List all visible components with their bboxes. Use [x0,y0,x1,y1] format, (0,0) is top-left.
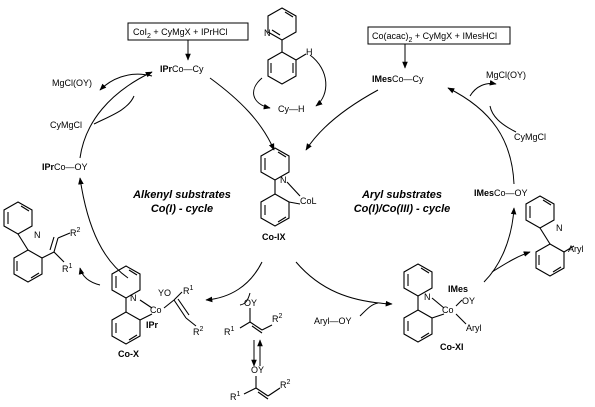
arrow-aryl-oy-join [359,302,379,317]
arrow-add-cymgcl-left [93,95,135,125]
iprco-cy-label: IPrCo—Cy [160,64,204,74]
cox-metal: Co [150,305,162,315]
aryl-product-n: N [556,223,563,233]
left-cycle-title: Alkenyl substrates [132,189,231,201]
cymgcl-left: CyMgCl [50,120,82,130]
arrow-ch-activation-left [253,77,271,110]
arrow-enol-join [239,292,251,306]
complex-co-ix: N CoL Co-IX [260,147,317,242]
aryl-oy-label: Aryl—OY [314,316,352,326]
enol-bottom-r2: R2 [280,379,291,390]
arrow-cox-to-iprcooy [78,177,129,279]
reagent-box-right: Co(acac)2 + CyMgX + IMesHCl [367,26,511,45]
arrow-coix-to-cox [205,261,263,303]
right-cycle-subtitle: Co(I)/Co(III) - cycle [354,203,451,215]
cox-ipr: IPr [146,320,159,330]
co-ix-metal: CoL [300,196,317,206]
coxi-caption: Co-XI [440,342,464,352]
reagent-box-left-text: CoI2 + CyMgX + IPrHCl [133,27,227,40]
reagent-box-left: CoI2 + CyMgX + IPrHCl [127,22,249,41]
aryl-product: N Aryl [525,195,584,277]
arrow-to-aryl-product [491,251,531,273]
enol-top-r2: R2 [272,313,283,324]
coxi-metal: Co [442,305,454,315]
enol-top-oy: OY [244,298,257,308]
enol-ether-bottom: OY R1 R2 [230,365,291,402]
arrow-iprcooy-to-iprcocy [79,71,153,159]
arrow-ch-activation-right [309,54,327,107]
cox-r2: R2 [193,326,204,337]
arrow-coxi-to-imescooy [483,207,517,283]
cy-h-label: Cy—H [278,104,305,114]
arrow-iprco-to-coix [209,77,275,151]
mgcl-oy-left: MgCl(OY) [52,78,92,88]
pyridine-n-coxi: N [424,292,431,302]
arrow-imesco-to-coix [305,89,379,151]
pyridine-n-coix: N [280,175,287,185]
arrow-coix-to-coxi [295,261,393,307]
cox-r1: R1 [183,285,194,296]
left-cycle-subtitle: Co(I) - cycle [151,203,213,215]
enol-top-r1: R1 [224,326,235,337]
alkenyl-product-r2: R2 [70,227,81,238]
co-ix-caption: Co-IX [262,232,286,242]
enol-bottom-r1: R1 [230,391,241,402]
complex-co-x: N Co IPr YO R1 R2 Co-X [111,265,204,359]
aryl-product-label: Aryl [568,244,584,254]
alkenyl-product: N R2 R1 [3,201,81,283]
alkenyl-product-r1: R1 [62,263,73,274]
imesco-oy-label: IMesCo—OY [474,188,528,198]
reagent-box-right-text: Co(acac)2 + CyMgX + IMesHCl [372,31,497,44]
cymgcl-right: CyMgCl [514,132,546,142]
arrow-to-alkenyl-product [78,267,101,286]
coxi-aryl: Aryl [466,323,482,333]
cox-caption: Co-X [118,349,139,359]
coxi-imes: IMes [448,284,468,294]
phenylpyridine-top: N H [264,7,313,85]
pyridine-n-top: N [264,28,271,38]
phenyl-h-label: H [306,47,313,57]
mgcl-oy-right: MgCl(OY) [486,70,526,80]
right-cycle-title: Aryl substrates [361,189,442,201]
arrow-add-cymgcl-right [489,105,517,133]
alkenyl-product-n: N [34,230,41,240]
enol-bottom-oy: OY [251,365,264,375]
imesco-cy-label: IMesCo—Cy [372,74,424,84]
iprco-oy-label: IPrCo—OY [42,162,88,172]
coxi-oy: OY [462,296,475,306]
enol-ether-top: OY R1 R2 [224,298,283,337]
cox-yo: YO [158,288,171,298]
pyridine-n-cox: N [130,293,137,303]
arrow-release-mgcloy-right [469,80,497,97]
arrow-imescooy-to-imescocy [447,87,515,185]
complex-co-xi: N Co IMes OY Aryl Co-XI [403,263,482,352]
